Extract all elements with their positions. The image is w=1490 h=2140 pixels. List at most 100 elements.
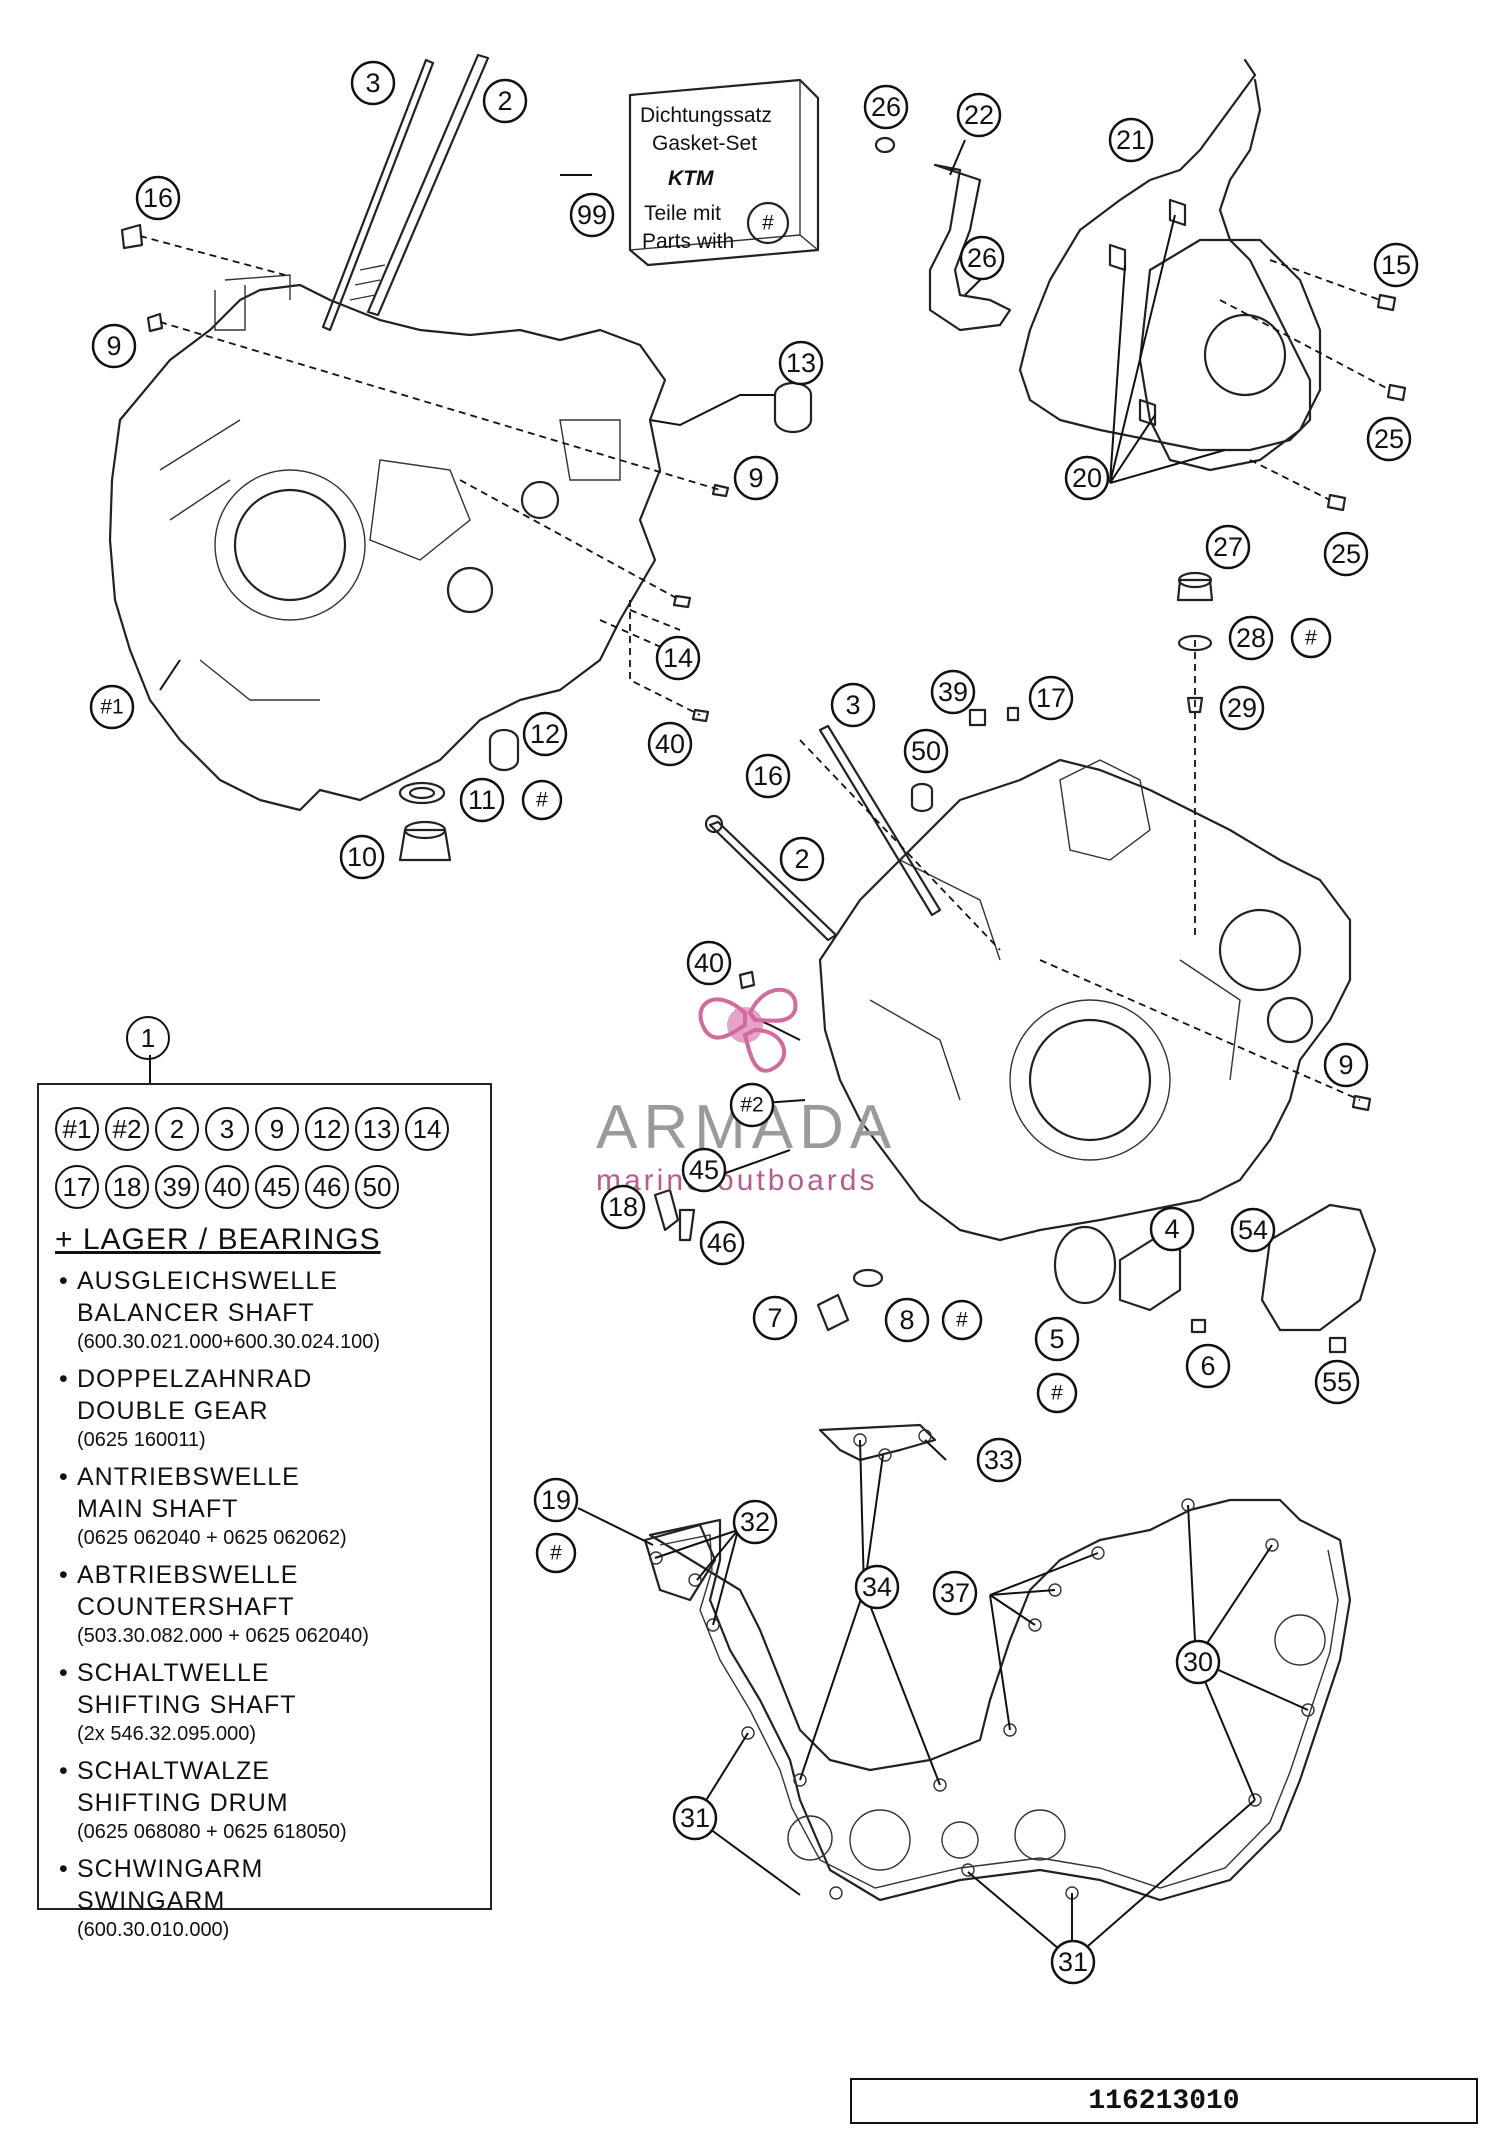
kit-line-en: Gasket-Set	[652, 132, 757, 155]
callout-hash: #	[535, 1532, 577, 1574]
callout-text: 30	[1183, 1647, 1213, 1677]
part-line-art	[108, 53, 1407, 1961]
callout-9: 9	[1323, 1042, 1369, 1088]
bearing-item-english-name: COUNTERSHAFT	[77, 1593, 295, 1621]
callout-text: 13	[786, 348, 816, 378]
callout-25: 25	[1366, 416, 1412, 462]
callout-text: 17	[1036, 683, 1066, 713]
callout-text: 10	[347, 842, 377, 872]
callout-50: 50	[903, 728, 949, 774]
callout-12: 12	[522, 711, 568, 757]
gasket-large	[648, 1498, 1352, 1902]
right-crankcase-half	[818, 758, 1352, 1242]
callout-text: 22	[964, 100, 994, 130]
bearing-item-english-name: DOUBLE GEAR	[77, 1397, 269, 1425]
callout-54: 54	[1230, 1207, 1276, 1253]
legend-circle: 13	[355, 1107, 399, 1151]
callout-34: 34	[854, 1564, 900, 1610]
kit-line-de: Dichtungssatz	[640, 104, 772, 127]
legend-row-2: 17 18 39 40 45 46 50	[55, 1165, 478, 1209]
legend-circle: #1	[55, 1107, 99, 1151]
callout-text: 25	[1331, 539, 1361, 569]
shaft-3	[321, 58, 435, 332]
gasket-54	[1260, 1203, 1377, 1332]
legend-panel: #1 #2 2 3 9 12 13 14 17 18 39 40 45 46 5…	[37, 1083, 492, 1941]
callout-15: 15	[1373, 242, 1419, 288]
propeller-icon	[698, 987, 798, 1073]
callout-text: #	[550, 1542, 562, 1565]
callout-55: 55	[1314, 1359, 1360, 1405]
callout-hash: #	[1290, 617, 1332, 659]
legend-circle: 3	[205, 1107, 249, 1151]
legend-circle: 39	[155, 1165, 199, 1209]
callout-text: 20	[1072, 463, 1102, 493]
bolt-55	[1328, 1336, 1347, 1354]
gasket-33	[818, 1423, 937, 1462]
callout-3: 3	[830, 682, 876, 728]
callout-text: 25	[1374, 424, 1404, 454]
bearing-item-part-number: (0625 160011)	[77, 1429, 206, 1451]
legend-circle: 18	[105, 1165, 149, 1209]
callout-text: 5	[1049, 1324, 1064, 1354]
callout-5: 5	[1034, 1316, 1080, 1362]
callout-text: 9	[106, 331, 121, 361]
callout-text: 37	[940, 1578, 970, 1608]
callout-46: 46	[699, 1220, 745, 1266]
callout-text: 15	[1381, 250, 1411, 280]
shaft-2-right	[708, 820, 838, 942]
callout-27: 27	[1205, 524, 1251, 570]
callout-text: #	[1051, 1382, 1063, 1405]
callout-40: 40	[686, 940, 732, 986]
ktm-logo: KTM	[668, 167, 714, 190]
legend-circle: 46	[305, 1165, 349, 1209]
callout-18: 18	[600, 1184, 646, 1230]
legend-circle: 40	[205, 1165, 249, 1209]
legend-circle: 14	[405, 1107, 449, 1151]
gasket-set-label: Dichtungssatz Gasket-Set KTM Teile mit P…	[640, 104, 790, 253]
bearing-12	[488, 728, 520, 772]
callout-text: 31	[680, 1803, 710, 1833]
bearings-title: + LAGER / BEARINGS	[55, 1223, 381, 1256]
legend-callout-1: 1	[126, 1016, 170, 1060]
callout-text: 33	[984, 1445, 1014, 1475]
bearing-item-english-name: SHIFTING SHAFT	[77, 1691, 297, 1719]
legend-circle: 12	[305, 1107, 349, 1151]
callout-4: 4	[1149, 1206, 1195, 1252]
bolt-6	[1190, 1318, 1207, 1334]
bearing-item-part-number: (2x 546.32.095.000)	[77, 1723, 257, 1745]
callout-30: 30	[1175, 1639, 1221, 1685]
legend-number: 1	[126, 1016, 170, 1060]
left-case-bore-main	[233, 488, 347, 602]
bearing-item-german-name: ABTRIEBSWELLE	[77, 1559, 478, 1591]
callout-hash: #	[521, 779, 563, 821]
callout-text: 3	[365, 68, 380, 98]
callout-text: 2	[794, 844, 809, 874]
legend-circle: 17	[55, 1165, 99, 1209]
callout-text: #	[536, 789, 548, 812]
bearing-item-part-number: (503.30.082.000 + 0625 062040)	[77, 1625, 369, 1647]
callout-2: 2	[482, 78, 528, 124]
callout-text: 34	[862, 1572, 892, 1602]
callout-text: 32	[740, 1507, 770, 1537]
watermark-tagline: marine outboards	[596, 1164, 877, 1197]
right-case-bore-main	[1028, 1018, 1152, 1142]
callout-20: 20	[1064, 455, 1110, 501]
kit-hash: #	[762, 212, 774, 235]
lever-18-46	[653, 1188, 696, 1242]
callout-17: 17	[1028, 675, 1074, 721]
callout-text: 11	[468, 785, 496, 815]
callout-text: 21	[1116, 125, 1146, 155]
plug-7	[816, 1293, 850, 1332]
plug-10	[398, 828, 452, 862]
callout-text: 54	[1238, 1215, 1268, 1245]
callout-39: 39	[930, 669, 976, 715]
callout-hash: #	[1036, 1372, 1078, 1414]
bearing-item-german-name: SCHWINGARM	[77, 1853, 478, 1885]
callout-16: 16	[745, 753, 791, 799]
